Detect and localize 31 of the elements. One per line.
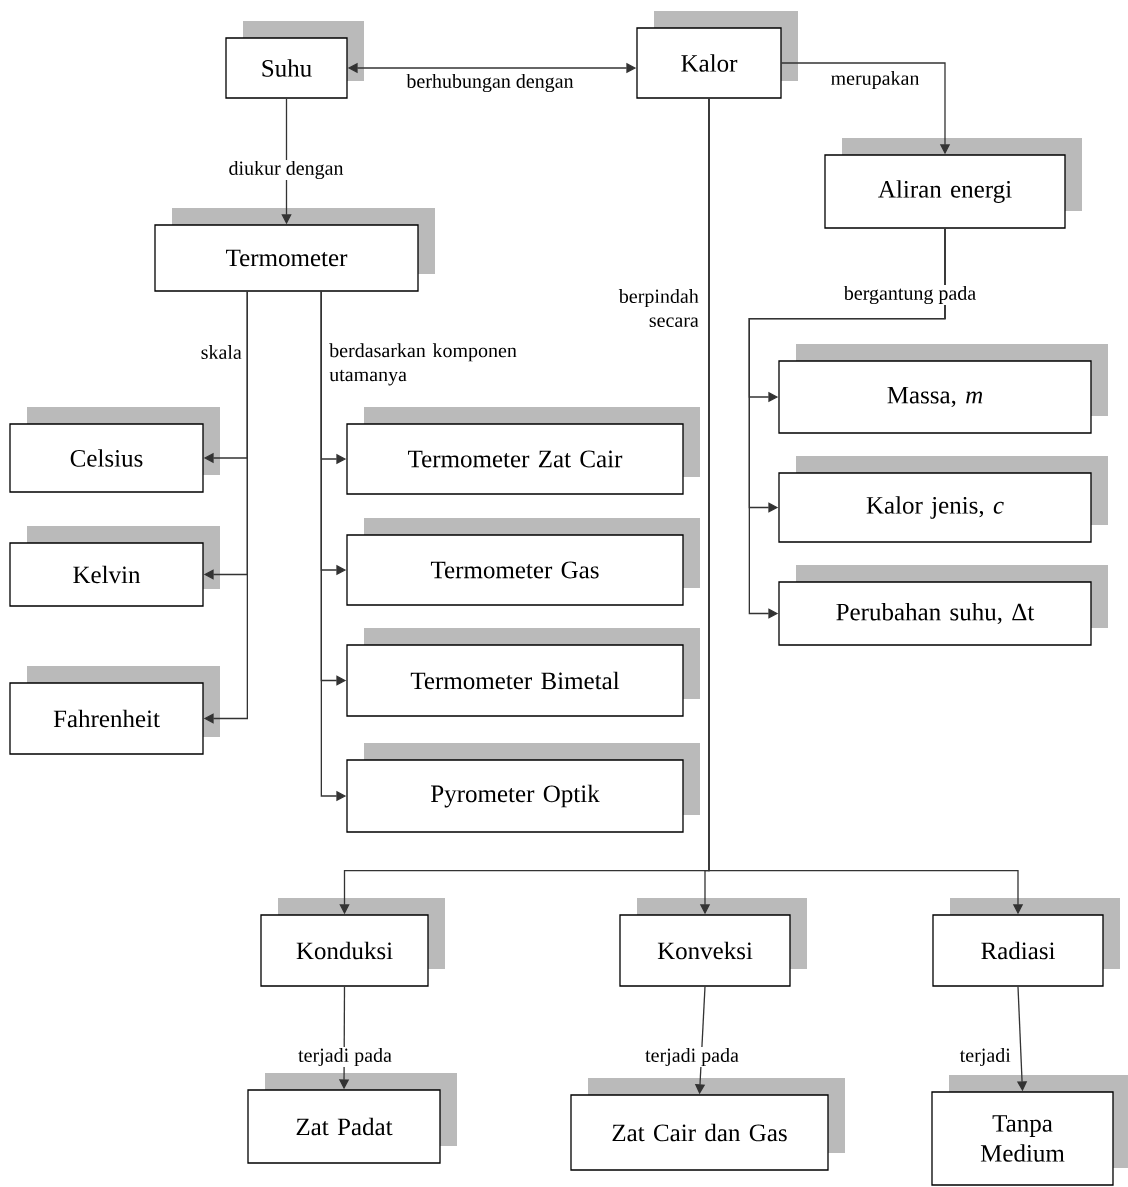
edge-label: bergantung pada [842,284,978,306]
concept-box: Kalor [636,11,798,99]
concept-box: Termometer Gas [346,518,700,606]
edge-label: berpindah secara [618,288,699,328]
concept-box: Termometer Bimetal [346,628,700,717]
edge-label: diukur dengan [227,159,345,181]
edge-label: berhubungan dengan [405,72,575,94]
concept-box: Tanpa Medium [931,1075,1128,1186]
arrow [748,228,946,619]
concept-box: Suhu [225,21,364,99]
concept-box: Celsius [9,407,220,493]
edge-label: terjadi pada [644,1046,740,1068]
concept-box: Kalor jenis, c [778,456,1108,543]
concept-box: Konduksi [260,898,445,987]
concept-box: Radiasi [932,898,1120,987]
concept-box: Aliran energi [824,138,1082,229]
edge-label: skala [201,344,242,360]
concept-box: Termometer Zat Cair [346,407,700,495]
concept-box: Zat Cair dan Gas [570,1078,845,1171]
concept-box: Kelvin [9,526,220,607]
edge-label: berdasarkan komponen utamanya [329,343,517,386]
concept-box: Fahrenheit [9,666,220,755]
edge-label: terjadi [959,1047,1011,1067]
concept-box: Massa, m [778,344,1108,434]
edge-label: terjadi pada [297,1046,393,1068]
concept-box: Konveksi [619,898,807,987]
concept-box: Zat Padat [247,1073,457,1164]
concept-box: Termometer [154,208,435,292]
concept-box: Pyrometer Optik [346,743,700,833]
concept-box: Perubahan suhu, Δt [778,565,1108,646]
edge-label: merupakan [829,69,921,91]
